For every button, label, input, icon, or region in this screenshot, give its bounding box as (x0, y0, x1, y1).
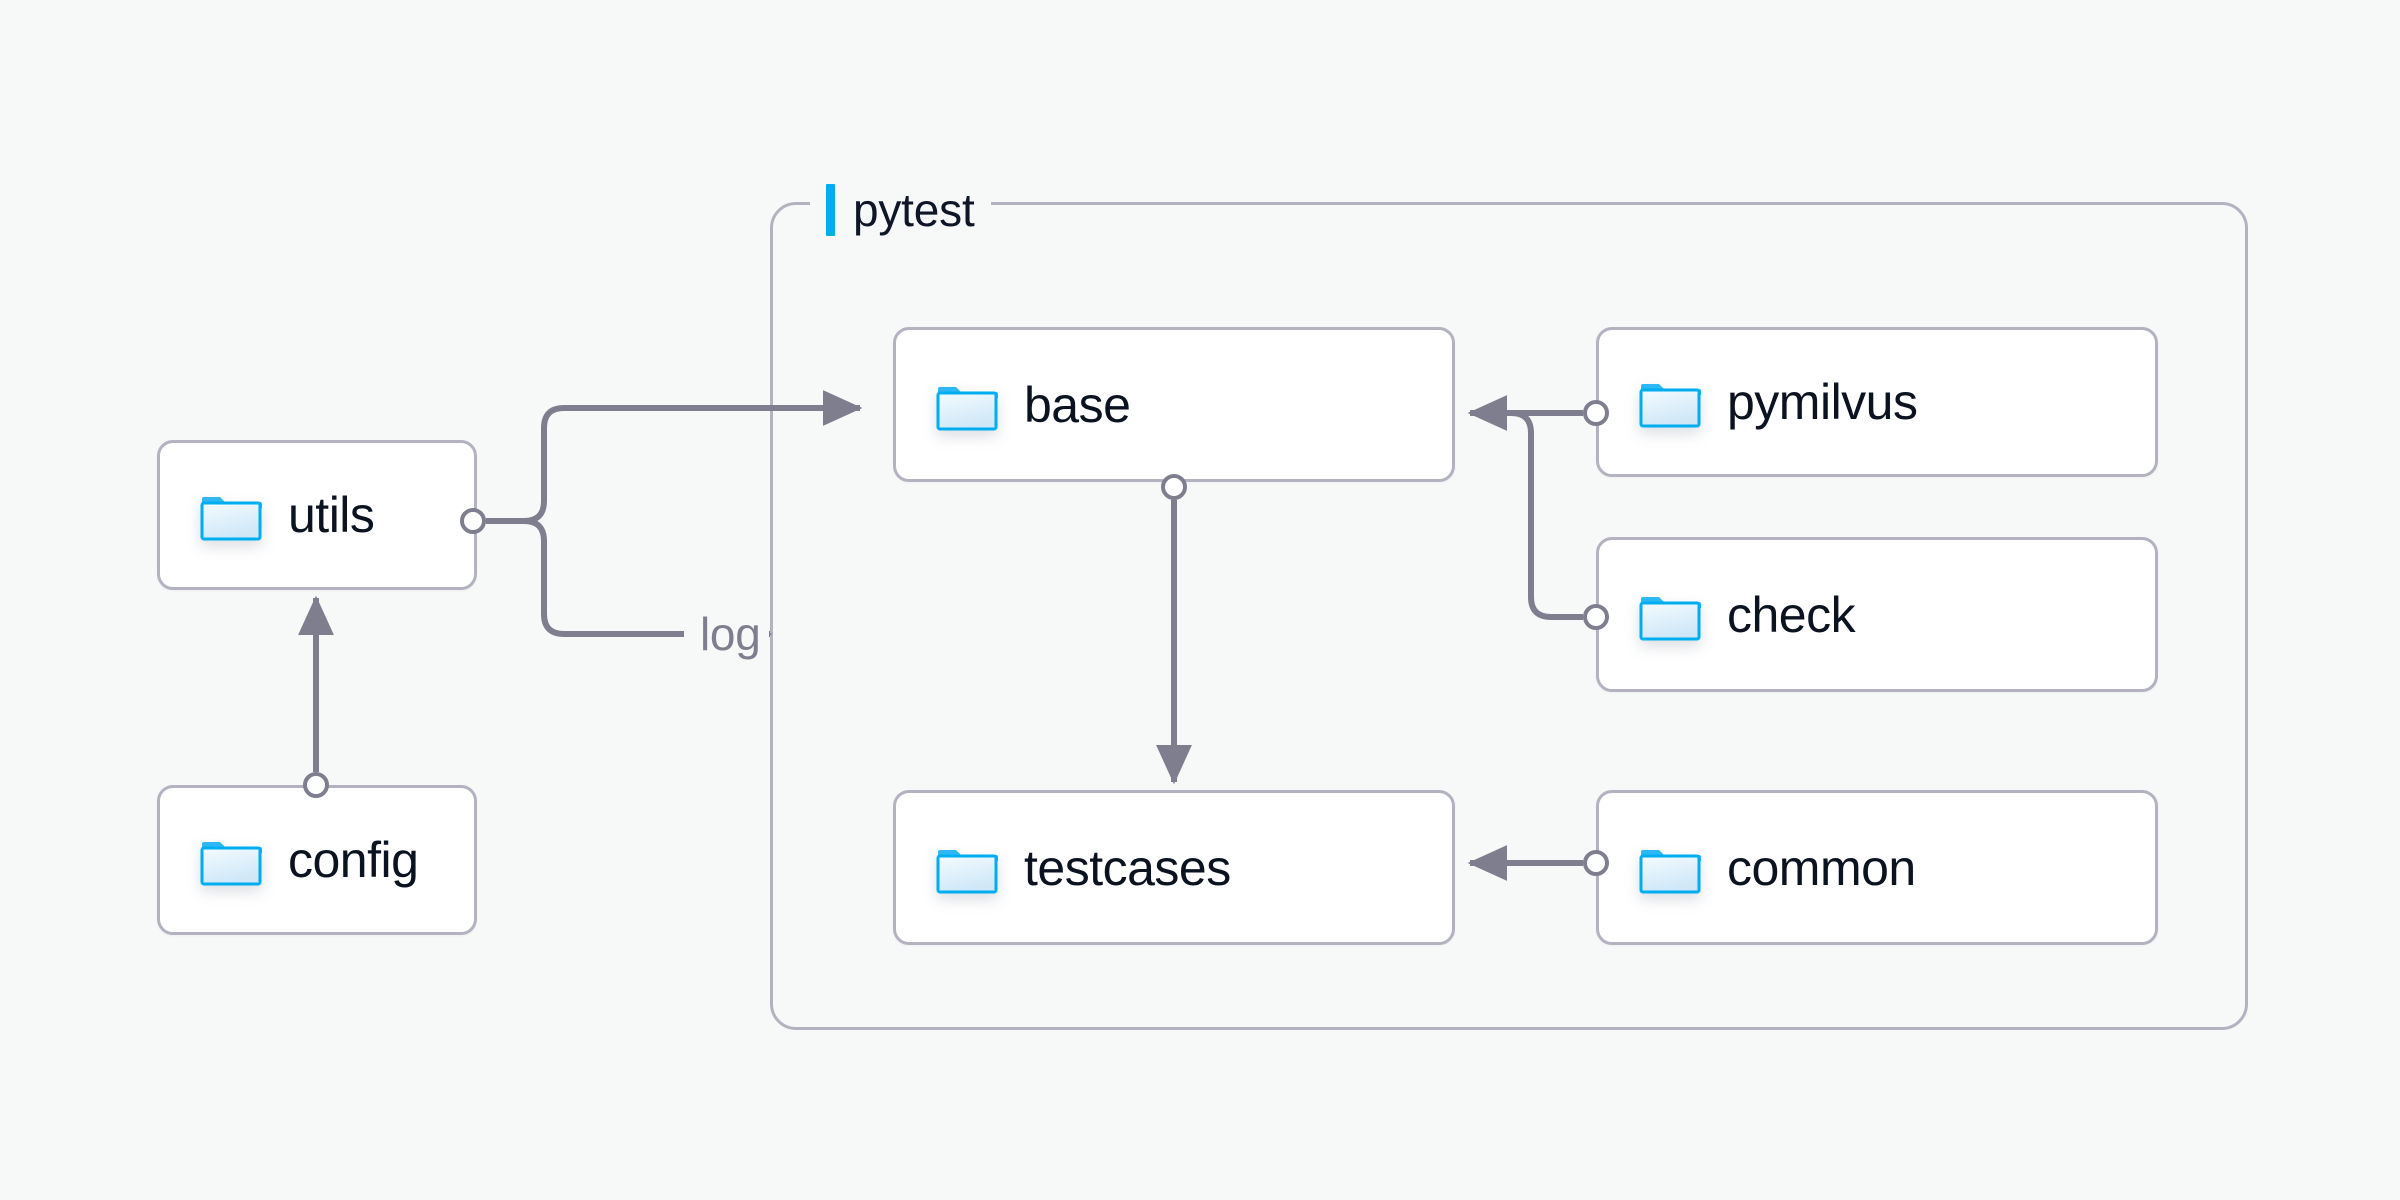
node-label: base (1024, 376, 1131, 433)
handle-pymilvus-left[interactable] (1583, 400, 1609, 426)
folder-icon (1639, 376, 1701, 428)
node-pymilvus[interactable]: pymilvus (1596, 327, 2158, 477)
folder-icon (200, 834, 262, 886)
group-pytest-label: pytest (810, 180, 991, 240)
node-check[interactable]: check (1596, 537, 2158, 692)
handle-base-bottom[interactable] (1161, 474, 1187, 500)
node-label: common (1727, 839, 1916, 896)
node-label: check (1727, 586, 1856, 643)
node-utils[interactable]: utils (157, 440, 477, 590)
folder-icon (1639, 589, 1701, 641)
group-title: pytest (853, 184, 975, 236)
node-common[interactable]: common (1596, 790, 2158, 945)
handle-check-left[interactable] (1583, 604, 1609, 630)
node-label: utils (288, 487, 375, 543)
node-label: config (288, 832, 419, 888)
folder-icon (1639, 842, 1701, 894)
folder-icon (200, 489, 262, 541)
node-base[interactable]: base (893, 327, 1455, 482)
edge-utils-to-log (523, 518, 684, 637)
node-testcases[interactable]: testcases (893, 790, 1455, 945)
handle-config-top[interactable] (303, 772, 329, 798)
node-label: pymilvus (1727, 374, 1918, 430)
edge-label-log: log (692, 611, 769, 657)
handle-common-left[interactable] (1583, 850, 1609, 876)
folder-icon (936, 379, 998, 431)
node-config[interactable]: config (157, 785, 477, 935)
folder-icon (936, 842, 998, 894)
handle-utils-right[interactable] (460, 508, 486, 534)
group-accent-bar (826, 184, 835, 236)
node-label: testcases (1024, 839, 1231, 896)
